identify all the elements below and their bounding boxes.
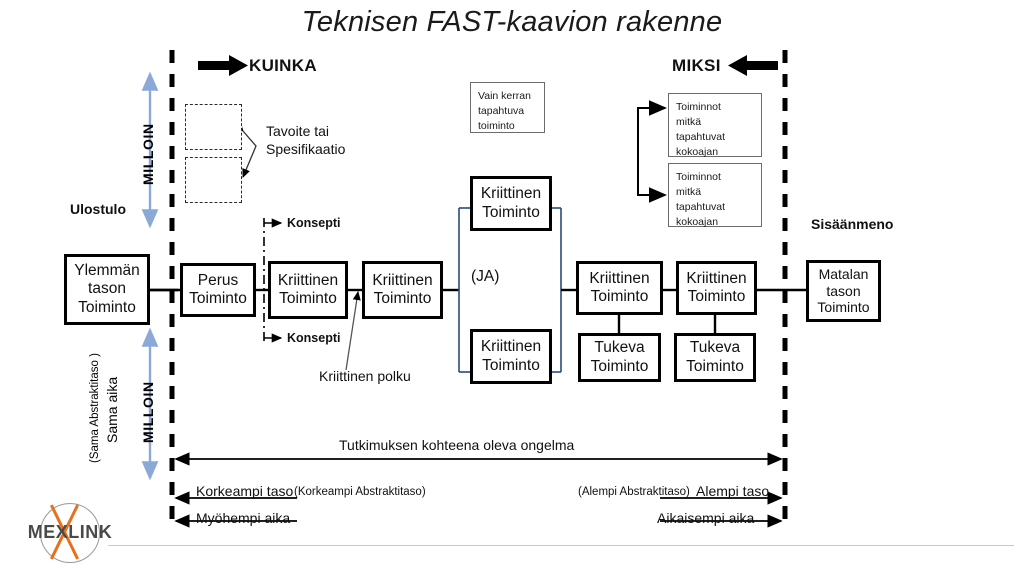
goal-spec-placeholder-box-1 [185, 104, 242, 150]
box-support-function-2[interactable]: Tukeva Toiminto [674, 333, 756, 382]
once-only-line2: tapahtuva [478, 104, 525, 117]
always-note-1-arrow [637, 100, 667, 127]
miksi-label: MIKSI [672, 56, 721, 75]
earlier-time-text: Aikaisempi aika [657, 510, 755, 526]
always-1-line4: kokoajan [676, 145, 719, 158]
always-2-line1: Toiminnot [676, 171, 721, 183]
goal-spec-note-line1: Tavoite tai [266, 123, 330, 139]
and-gate-label: (JA) [471, 268, 500, 285]
lower-level-paren: (Alempi Abstraktitaso) [578, 486, 690, 498]
box-and-critical-top[interactable]: Kriittinen Toiminto [470, 176, 552, 231]
goal-spec-note-line2: Spesifikaatio [266, 141, 346, 157]
once-only-line1: Vain kerran [478, 90, 531, 102]
critical-path-leader [345, 290, 361, 371]
box-critical-function-4[interactable]: Kriittinen Toiminto [676, 261, 757, 315]
always-2-line2: mitkä [676, 185, 702, 198]
concept-top-label: Konsepti [287, 216, 341, 230]
critical-path-label: Kriittinen polku [319, 368, 411, 384]
support-1-line1: Tukeva [594, 339, 645, 357]
always-note-1: Toiminnot mitkä tapahtuvat kokoajan [668, 93, 762, 158]
goal-spec-arrow [234, 122, 257, 178]
and-bottom-line1: Kriittinen [480, 338, 542, 356]
goal-spec-placeholder-box-2 [185, 157, 242, 203]
same-time-label-line1: Sama aika [104, 376, 120, 443]
critical-3-line2: Toiminto [590, 288, 649, 305]
box-critical-function-2[interactable]: Kriittinen Toiminto [362, 261, 443, 319]
always-1-line2: mitkä [676, 115, 702, 128]
box-basic-function[interactable]: Perus Toiminto [180, 263, 256, 317]
logo-ring-icon [40, 503, 100, 563]
page-title: Teknisen FAST-kaavion rakenne [301, 6, 723, 38]
always-1-line1: Toiminnot [676, 101, 721, 113]
critical-2-line1: Kriittinen [372, 271, 433, 289]
box-critical-function-3[interactable]: Kriittinen Toiminto [576, 261, 663, 315]
critical-1-line1: Kriittinen [277, 271, 339, 289]
higher-level-line2: tason [88, 280, 126, 298]
higher-level-paren: (Korkeampi Abstraktitaso) [294, 486, 426, 498]
footer-divider [108, 545, 1014, 546]
and-top-line2: Toiminto [482, 203, 540, 221]
critical-1-line2: Toiminto [279, 290, 337, 307]
input-label: Sisäänmeno [811, 216, 894, 232]
concept-bottom-label: Konsepti [287, 331, 341, 345]
kuinka-arrow [198, 55, 248, 76]
same-time-label-line2: (Sama Abstraktitaso ) [89, 353, 101, 463]
always-note-2: Toiminnot mitkä tapahtuvat kokoajan [668, 163, 762, 228]
support-1-line2: Toiminto [590, 357, 649, 375]
always-2-line3: tapahtuvat [676, 200, 726, 213]
support-2-line1: Tukeva [689, 339, 741, 357]
and-top-line1: Kriittinen [480, 185, 542, 203]
once-only-line3: toiminto [478, 119, 515, 132]
lower-level-line2: tason [826, 282, 861, 299]
kuinka-label: KUINKA [249, 56, 317, 75]
once-only-note: Vain kerran tapahtuva toiminto [470, 82, 545, 133]
logo-wordmark: MEXLINK [27, 522, 113, 542]
critical-4-line2: Toiminto [687, 288, 746, 305]
basic-line2: Toiminto [189, 290, 247, 307]
critical-4-line1: Kriittinen [686, 269, 747, 287]
basic-line1: Perus [197, 271, 239, 289]
box-and-critical-bottom[interactable]: Kriittinen Toiminto [470, 329, 552, 384]
scope-label: Tutkimuksen kohteena oleva ongelma [339, 437, 575, 453]
box-support-function-1[interactable]: Tukeva Toiminto [578, 333, 661, 382]
always-1-line3: tapahtuvat [676, 130, 726, 143]
box-critical-function-1[interactable]: Kriittinen Toiminto [268, 261, 348, 319]
mexlink-logo: MEXLINK [14, 500, 126, 564]
critical-2-line2: Toiminto [373, 290, 432, 307]
always-note-2-arrow [637, 127, 667, 203]
higher-level-text: Korkeampi taso [196, 483, 294, 499]
critical-3-line1: Kriittinen [589, 269, 650, 287]
milloin-top-label: MILLOIN [140, 123, 156, 185]
output-label: Ulostulo [70, 201, 126, 217]
box-lower-level-function[interactable]: Matalan tason Toiminto [806, 260, 881, 322]
support-2-line2: Toiminto [686, 357, 744, 375]
and-bottom-line2: Toiminto [482, 356, 540, 374]
later-time-text: Myöhempi aika [196, 510, 291, 526]
lower-level-line3: Toiminto [817, 299, 870, 316]
higher-level-line3: Toiminto [78, 298, 136, 316]
lower-level-text: Alempi taso [696, 483, 770, 499]
milloin-bottom-label: MILLOIN [140, 381, 156, 443]
higher-level-line1: Ylemmän [74, 262, 140, 280]
miksi-arrow [728, 55, 778, 76]
box-higher-level-function[interactable]: Ylemmän tason Toiminto [64, 254, 150, 325]
lower-level-line1: Matalan [818, 266, 869, 283]
always-2-line4: kokoajan [676, 215, 719, 228]
